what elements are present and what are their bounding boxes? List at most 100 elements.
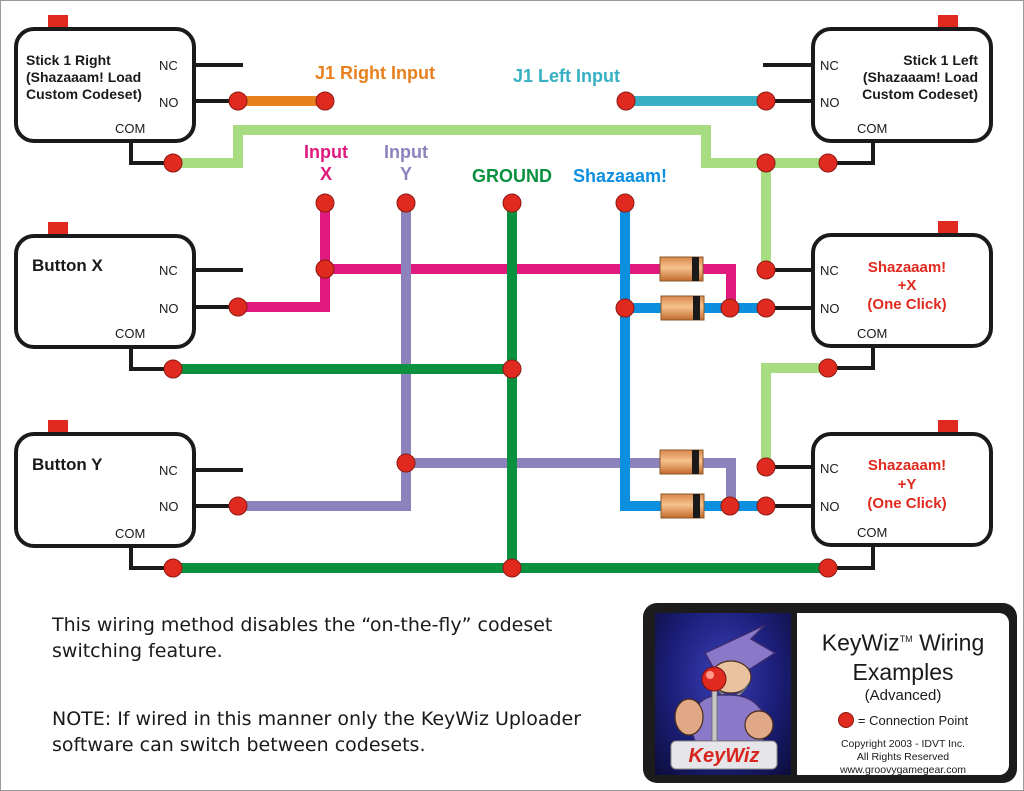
switch-label: (One Click)	[867, 495, 946, 512]
rights-text: All Rights Reserved	[856, 750, 950, 763]
switch-label: Button Y	[32, 455, 103, 474]
terminal-com-label: COM	[857, 121, 887, 136]
connection-point-icon	[228, 91, 248, 111]
switch-label: Button X	[32, 256, 103, 275]
terminal-nc-label: NC	[159, 263, 178, 278]
switch-actuator	[48, 15, 68, 29]
switch-actuator	[48, 420, 68, 434]
diode-icon	[659, 256, 704, 282]
connection-point-icon	[616, 91, 636, 111]
label-shazaaam: Shazaaam!	[573, 166, 667, 186]
terminal-com-label: COM	[115, 121, 145, 136]
label-input-y: Input	[384, 142, 428, 162]
copyright-block: Copyright 2003 - IDVT Inc. All Rights Re…	[797, 738, 1009, 777]
connection-point-icon	[228, 297, 248, 317]
label-input-y: Y	[400, 164, 412, 184]
switch-label: +Y	[898, 476, 917, 493]
copyright-text: Copyright 2003 - IDVT Inc.	[840, 737, 966, 750]
wizard-mascot-image: KeyWiz	[655, 613, 791, 775]
legend-connection-point: = Connection Point	[797, 711, 1009, 728]
connection-point-icon	[837, 711, 854, 728]
connection-point-icon	[163, 153, 183, 173]
switch-label: Custom Codeset)	[862, 86, 978, 102]
connection-point-icon	[502, 193, 522, 213]
switch-label: Stick 1 Right	[26, 52, 111, 68]
switch-shazaaam-x: Shazaaam! +X (One Click) NC NO COM	[811, 221, 993, 348]
terminal-com-label: COM	[115, 326, 145, 341]
note-disables-on-the-fly: This wiring method disables the “on-the-…	[52, 612, 552, 664]
website-link[interactable]: www.groovygamegear.com	[839, 763, 967, 776]
connection-point-icon	[756, 153, 776, 173]
diode-icon	[660, 295, 705, 321]
connection-point-icon	[756, 496, 776, 516]
connection-point-icon	[615, 298, 635, 318]
connection-point-icon	[818, 558, 838, 578]
wire-input-x-branch	[325, 264, 736, 307]
keywiz-logo-text: KeyWiz	[689, 745, 760, 767]
connection-point-icon	[163, 359, 183, 379]
note-line: NOTE: If wired in this manner only the K…	[52, 708, 582, 730]
note-line: software can switch between codesets.	[52, 734, 426, 756]
label-input-x: Input	[304, 142, 348, 162]
note-line: This wiring method disables the “on-the-…	[52, 614, 553, 636]
connection-point-icon	[163, 558, 183, 578]
switch-label: (One Click)	[867, 296, 946, 313]
keywiz-logo-panel: KeyWiz KeyWizTM Wiring Examples (Advance…	[643, 603, 1017, 783]
label-input-x: X	[320, 164, 332, 184]
connection-point-icon	[315, 193, 335, 213]
switch-label: +X	[898, 277, 917, 294]
switch-label: Shazaaam!	[868, 457, 946, 474]
lead	[129, 546, 173, 570]
connection-point-icon	[756, 457, 776, 477]
switch-stick1-left: Stick 1 Left (Shazaaam! Load Custom Code…	[811, 15, 993, 143]
wire-input-x	[238, 203, 330, 312]
logo-card-title-line2: Examples	[852, 658, 954, 685]
terminal-nc-label: NC	[820, 58, 839, 73]
connection-point-icon	[720, 298, 740, 318]
switch-button-x: Button X NC NO COM	[14, 222, 196, 349]
terminal-com-label: COM	[857, 525, 887, 540]
terminal-com-label: COM	[115, 526, 145, 541]
logo-card: KeyWizTM Wiring Examples (Advanced) = Co…	[797, 613, 1009, 777]
connection-point-icon	[396, 193, 416, 213]
switch-stick1-right: Stick 1 Right (Shazaaam! Load Custom Cod…	[14, 15, 196, 143]
diode-icon	[659, 449, 704, 475]
terminal-nc-label: NC	[820, 263, 839, 278]
label-j1-right-input: J1 Right Input	[315, 63, 435, 83]
lead	[828, 140, 875, 165]
joystick-shaft	[711, 686, 718, 750]
logo-card-title: KeyWizTM Wiring	[821, 629, 985, 656]
label-j1-left-input: J1 Left Input	[513, 66, 620, 86]
connection-point-icon	[756, 260, 776, 280]
note-line: switching feature.	[52, 640, 223, 662]
note-uploader-only: NOTE: If wired in this manner only the K…	[52, 706, 581, 758]
switch-label: Shazaaam!	[868, 259, 946, 276]
lead	[828, 346, 875, 370]
connection-point-icon	[315, 259, 335, 279]
switch-actuator	[938, 420, 958, 434]
connection-point-icon	[818, 153, 838, 173]
terminal-no-label: NO	[159, 95, 179, 110]
logo-card-subtitle: (Advanced)	[864, 686, 942, 704]
switch-button-y: Button Y NC NO COM	[14, 420, 196, 548]
connection-point-icon	[756, 91, 776, 111]
switch-label: Stick 1 Left	[903, 52, 978, 68]
diode-icon	[660, 493, 705, 519]
terminal-nc-label: NC	[159, 58, 178, 73]
lead	[129, 140, 173, 165]
connection-point-icon	[228, 496, 248, 516]
terminal-nc-label: NC	[159, 463, 178, 478]
connection-point-icon	[720, 496, 740, 516]
connection-point-icon	[396, 453, 416, 473]
terminal-com-label: COM	[857, 326, 887, 341]
joystick-ball-icon	[701, 666, 727, 692]
terminal-no-label: NO	[820, 95, 840, 110]
connection-point-icon	[756, 298, 776, 318]
wire-input-y	[238, 203, 411, 511]
switch-label: (Shazaaam! Load	[863, 69, 978, 85]
connection-point-icon	[502, 359, 522, 379]
switch-shazaaam-y: Shazaaam! +Y (One Click) NC NO COM	[811, 420, 993, 547]
wire-com-link-mid	[761, 363, 828, 467]
label-ground: GROUND	[472, 166, 552, 186]
